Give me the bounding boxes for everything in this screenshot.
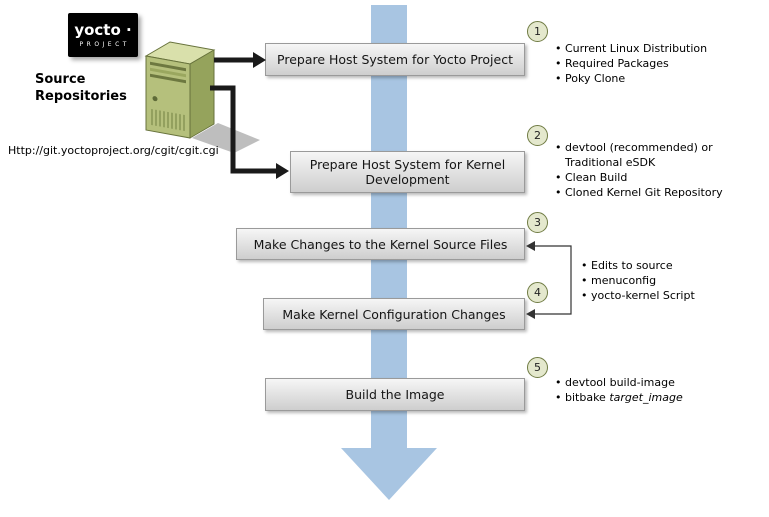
source-repositories-url: Http://git.yoctoproject.org/cgit/cgit.cg… (8, 144, 219, 157)
note-item-prefix: bitbake (565, 391, 610, 404)
note-item: Poky Clone (554, 71, 707, 86)
note-item: devtool build-image (554, 375, 683, 390)
step1-notes: Current Linux Distribution Required Pack… (554, 41, 707, 86)
note-item: menuconfig (580, 273, 695, 288)
note-item: devtool (recommended) or (554, 140, 723, 155)
source-repositories-label: Source Repositories (35, 72, 127, 104)
step-box-prepare-host-kernel: Prepare Host System for Kernel Developme… (290, 151, 525, 193)
step-box-label: Make Changes to the Kernel Source Files (253, 236, 508, 252)
step-box-build-image: Build the Image (265, 378, 525, 411)
note-item: Edits to source (580, 258, 695, 273)
yocto-logo: yocto · PROJECT (68, 13, 138, 57)
step2-notes: devtool (recommended) or Traditional eSD… (554, 140, 723, 200)
workflow-flow-arrow (341, 5, 437, 500)
note-item: bitbake target_image (554, 390, 683, 405)
note-item: yocto-kernel Script (580, 288, 695, 303)
step-number-badge-4: 4 (527, 282, 548, 303)
note-item-italic: target_image (609, 391, 683, 404)
step-number-badge-5: 5 (527, 357, 548, 378)
note-item: Current Linux Distribution (554, 41, 707, 56)
step-box-label: Build the Image (345, 387, 445, 402)
note-item: Cloned Kernel Git Repository (554, 185, 723, 200)
step-number-badge-1: 1 (527, 21, 548, 42)
note-item-continuation: Traditional eSDK (565, 156, 656, 169)
step5-notes: devtool build-image bitbake target_image (554, 375, 683, 405)
step-number-badge-3: 3 (527, 212, 548, 233)
note-item: Clean Build (554, 170, 723, 185)
yocto-logo-subtitle: PROJECT (79, 41, 130, 48)
step-box-make-config-changes: Make Kernel Configuration Changes (263, 298, 525, 330)
step-number-badge-2: 2 (527, 125, 548, 146)
step-box-label: Prepare Host System for Kernel Developme… (309, 157, 506, 187)
note-item: Required Packages (554, 56, 707, 71)
yocto-logo-name: yocto · (74, 21, 132, 39)
steps3-4-shared-notes: Edits to source menuconfig yocto-kernel … (580, 258, 695, 303)
step-box-label: Prepare Host System for Yocto Project (277, 52, 513, 67)
server-icon (144, 41, 216, 139)
step-box-label: Make Kernel Configuration Changes (282, 306, 506, 322)
step-box-make-source-changes: Make Changes to the Kernel Source Files (236, 228, 525, 260)
step-box-prepare-host-yocto: Prepare Host System for Yocto Project (265, 43, 525, 76)
